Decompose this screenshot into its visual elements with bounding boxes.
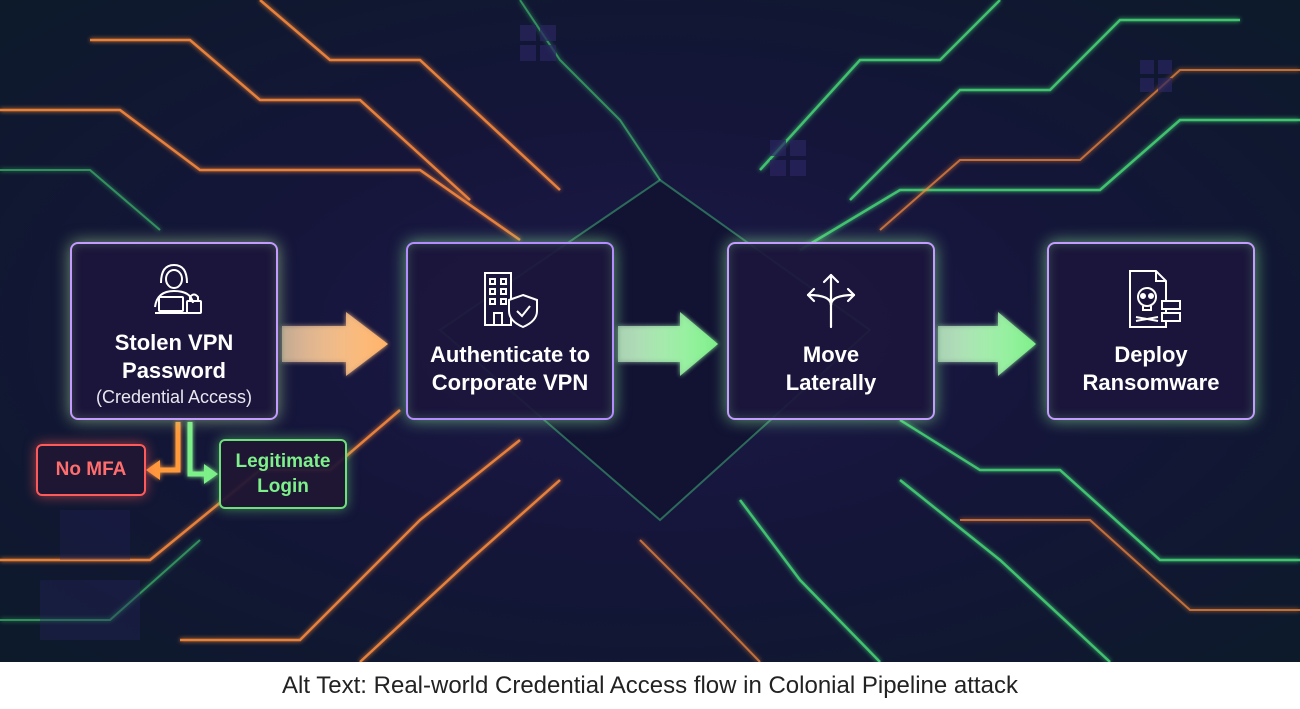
step-title: Stolen VPN Password: [114, 330, 234, 383]
alt-text-caption: Alt Text: Real-world Credential Access f…: [0, 662, 1300, 709]
skull-document-icon: [1129, 270, 1181, 328]
branch-legitimate-login: Legitimate Login: [219, 439, 347, 509]
step-subtitle: (Credential Access): [95, 387, 253, 407]
building-shield-icon: [484, 272, 538, 329]
step-deploy-ransomware: Deploy Ransomware: [1047, 242, 1255, 420]
step-stolen-vpn-password: Stolen VPN Password (Credential Access): [70, 242, 278, 420]
hacker-laptop-lock-icon: [154, 263, 202, 314]
split-arrows-icon: [806, 273, 856, 329]
diagram-canvas: Stolen VPN Password (Credential Access) …: [0, 0, 1300, 662]
step-move-laterally: Move Laterally: [727, 242, 935, 420]
step-title: Move Laterally: [785, 342, 877, 395]
branch-no-mfa: No MFA: [36, 444, 146, 496]
step-title: Authenticate to Corporate VPN: [429, 342, 591, 395]
step-authenticate-vpn: Authenticate to Corporate VPN: [406, 242, 614, 420]
step-title: Deploy Ransomware: [1082, 342, 1220, 395]
